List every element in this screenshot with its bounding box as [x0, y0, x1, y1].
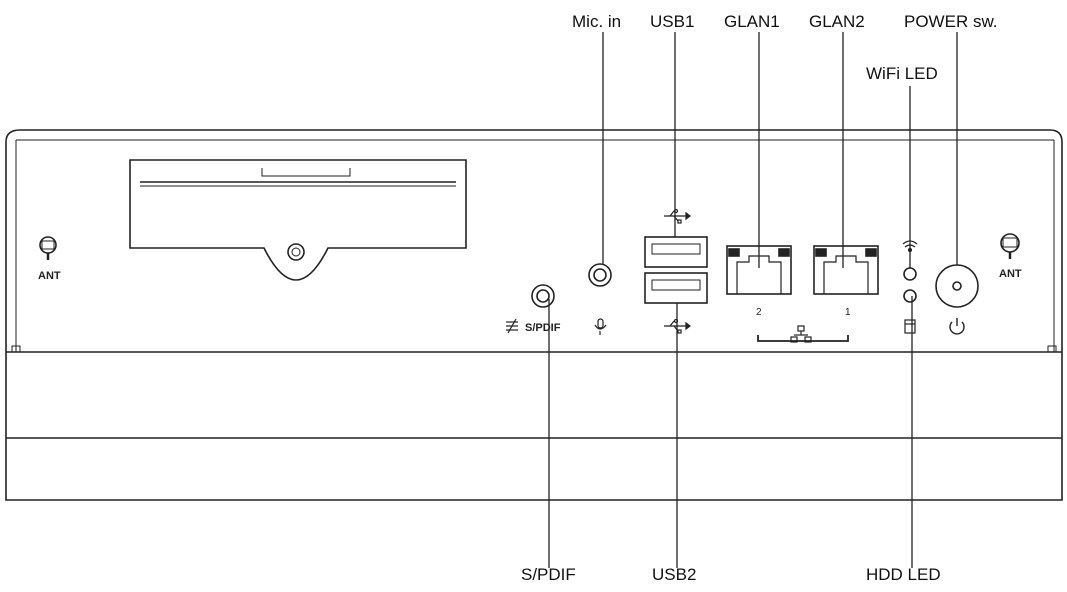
power-button [935, 264, 979, 308]
usb1-port [644, 236, 708, 268]
callout-glan2: GLAN2 [809, 12, 865, 31]
ant-right-label: ANT [999, 268, 1022, 280]
hdd-led [903, 289, 917, 303]
network-icon [790, 325, 812, 343]
card-slot-screw [287, 243, 305, 261]
optical-icon [506, 318, 518, 334]
microphone-icon [594, 318, 607, 335]
callout-hdd-led: HDD LED [866, 565, 941, 584]
callout-mic-in: Mic. in [572, 12, 622, 31]
callout-glan1: GLAN1 [724, 12, 780, 31]
power-icon [949, 318, 965, 335]
callout-power-sw: POWER sw. [904, 12, 998, 31]
usb2-port [644, 272, 708, 304]
callout-usb1: USB1 [650, 12, 695, 31]
spdif-port-label: S/PDIF [525, 322, 561, 334]
callout-wifi-led: WiFi LED [866, 64, 938, 83]
wifi-led [903, 267, 917, 281]
chassis-outline [5, 129, 1063, 501]
hdd-icon [904, 319, 916, 334]
lan-port-1-label: 1 [845, 307, 851, 318]
spdif-jack [531, 284, 555, 308]
callout-leaders [548, 32, 958, 568]
card-slot [129, 159, 467, 281]
usb-icon [664, 208, 691, 224]
glan2-port [813, 245, 879, 295]
mic-in-jack [588, 263, 612, 287]
lan-port-2-label: 2 [756, 307, 762, 318]
antenna-right-connector [1000, 233, 1020, 253]
ant-left-label: ANT [38, 270, 61, 282]
callout-usb2: USB2 [652, 565, 697, 584]
callout-spdif: S/PDIF [521, 565, 576, 584]
lan-bracket [757, 335, 849, 342]
